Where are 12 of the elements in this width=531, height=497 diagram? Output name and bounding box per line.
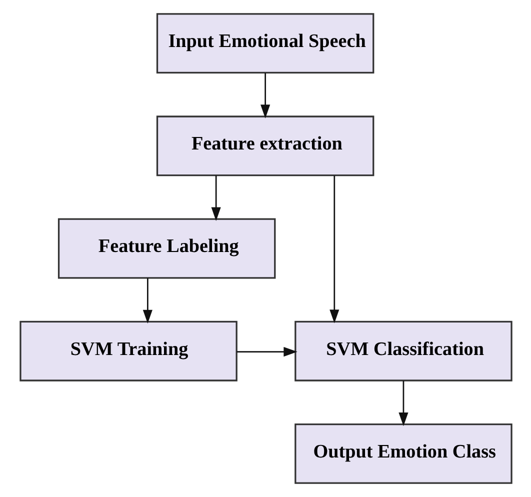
node-box: SVM Classification: [294, 320, 512, 382]
node-box: Feature Labeling: [57, 218, 276, 279]
arrow: [329, 176, 339, 324]
arrow: [398, 380, 408, 426]
node-box: SVM Training: [19, 320, 237, 382]
arrow: [236, 346, 297, 357]
arrow: [210, 176, 220, 221]
arrow: [260, 73, 270, 118]
node-box: Input Emotional Speech: [156, 13, 374, 74]
arrow: [142, 278, 152, 324]
node-box: Output Emotion Class: [294, 423, 512, 484]
node-box: Feature extraction: [156, 116, 374, 176]
